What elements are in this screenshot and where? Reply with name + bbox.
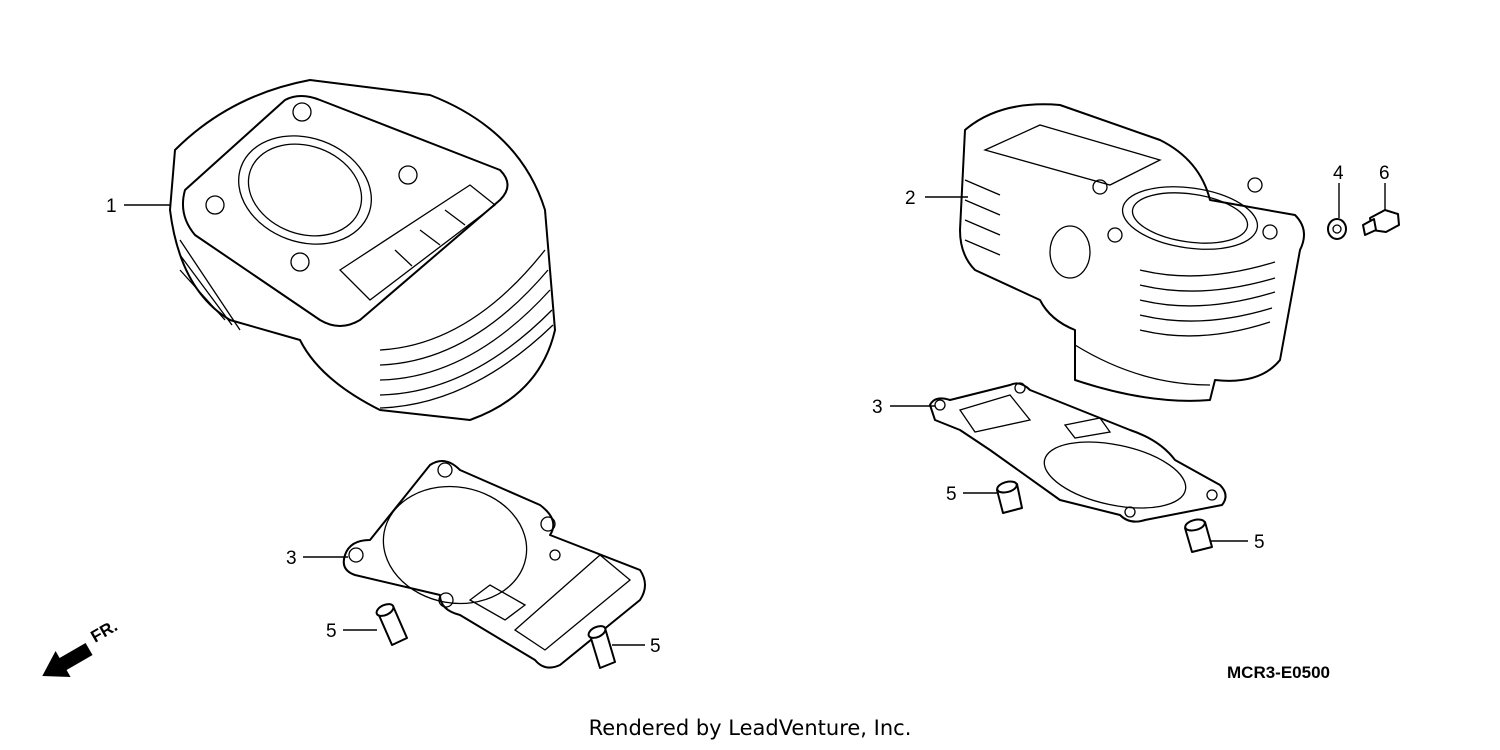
callout-6: 6 [1379, 163, 1390, 184]
callout-4: 4 [1333, 163, 1344, 184]
callout-5-right-a: 5 [946, 484, 957, 505]
rear-cylinder[interactable] [959, 103, 1305, 402]
dowel-pin-right-b[interactable] [1184, 518, 1213, 553]
front-cylinder-gasket[interactable] [342, 460, 646, 669]
callout-1: 1 [106, 196, 117, 217]
callout-5-left-a: 5 [326, 621, 337, 642]
callout-3-left: 3 [286, 548, 297, 569]
callout-5-right-b: 5 [1254, 532, 1265, 553]
bolt[interactable] [1362, 209, 1400, 236]
credit-footer: Rendered by LeadVenture, Inc. [588, 716, 912, 740]
washer[interactable] [1327, 218, 1347, 240]
rear-cylinder-gasket[interactable] [929, 382, 1227, 523]
callout-5-left-b: 5 [650, 636, 661, 657]
dowel-pin-right-a[interactable] [996, 480, 1023, 514]
leader-lines [124, 183, 1386, 646]
dowel-pin-left-b[interactable] [587, 624, 616, 669]
callout-2: 2 [905, 188, 916, 209]
front-indicator: FR. [88, 616, 121, 646]
callout-3-right: 3 [872, 397, 883, 418]
dowel-pin-left-a[interactable] [375, 602, 408, 646]
diagram-code: MCR3-E0500 [1227, 663, 1330, 682]
front-arrow-icon [42, 642, 93, 677]
front-cylinder[interactable] [169, 79, 556, 421]
